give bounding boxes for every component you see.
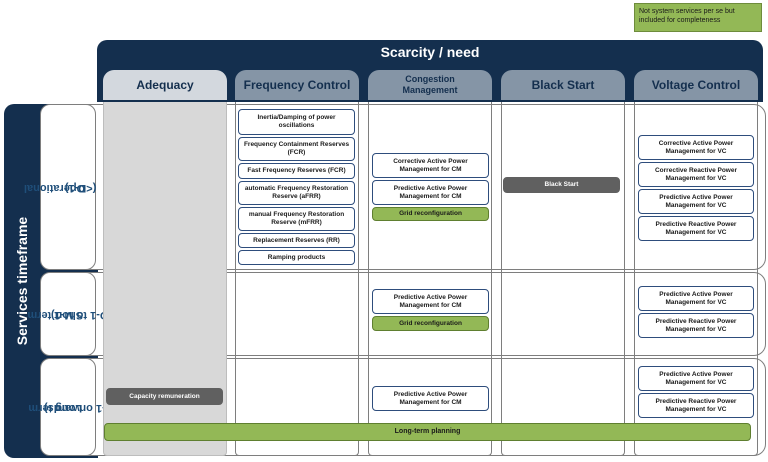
service-inertia-damping: Inertia/Damping of power oscillations: [238, 109, 355, 135]
row-label-short-term: Short term(D-1 to M-1): [27, 272, 111, 356]
column-body-black-start: [501, 100, 625, 456]
service-vc-predictive-reactive-long-term: Predictive Reactive Power Management for…: [638, 393, 754, 418]
service-black-start: Black Start: [503, 177, 620, 193]
service-vc-predictive-reactive-short-term: Predictive Reactive Power Management for…: [638, 313, 754, 338]
service-vc-corrective-active: Corrective Active Power Management for V…: [638, 135, 754, 160]
service-ramping-products: Ramping products: [238, 250, 355, 265]
column-body-frequency-control: [235, 100, 359, 456]
service-long-term-planning: Long-term planning: [104, 423, 751, 441]
service-capacity-remuneration: Capacity remuneration: [106, 388, 223, 405]
legend-note: Not system services per se but included …: [634, 3, 762, 32]
service-cm-corrective-active: Corrective Active Power Management for C…: [372, 153, 489, 178]
column-header-black-start: Black Start: [501, 70, 625, 100]
service-cm-predictive-active-long-term: Predictive Active Power Management for C…: [372, 386, 489, 411]
row-label-operational: Operational(<D-1): [24, 104, 97, 270]
column-body-voltage-control: [634, 100, 758, 456]
service-vc-corrective-reactive: Corrective Reactive Power Management for…: [638, 162, 754, 187]
column-header-adequacy: Adequacy: [103, 70, 227, 100]
column-header-voltage-control: Voltage Control: [634, 70, 758, 100]
service-cm-predictive-active-operational: Predictive Active Power Management for C…: [372, 180, 489, 205]
column-header-frequency-control: Frequency Control: [235, 70, 359, 100]
service-vc-predictive-active-operational: Predictive Active Power Management for V…: [638, 189, 754, 214]
service-replacement-reserves: Replacement Reserves (RR): [238, 233, 355, 248]
column-header-congestion-management: Congestion Management: [368, 70, 492, 100]
service-grid-reconfiguration-operational: Grid reconfiguration: [372, 207, 489, 221]
service-afrr: automatic Frequency Restoration Reserve …: [238, 181, 355, 205]
column-body-congestion-management: [368, 100, 492, 456]
service-vc-predictive-active-long-term: Predictive Active Power Management for V…: [638, 366, 754, 391]
service-mfrr: manual Frequency Restoration Reserve (mF…: [238, 207, 355, 231]
row-label-long-term: Long term(M-1 onwards): [28, 358, 118, 456]
service-grid-reconfiguration-short-term: Grid reconfiguration: [372, 316, 489, 331]
service-fast-frequency-reserves: Fast Frequency Reserves (FCR): [238, 163, 355, 179]
top-title: Scarcity / need: [380, 44, 480, 60]
service-fcr: Frequency Containment Reserves (FCR): [238, 137, 355, 161]
service-vc-predictive-active-short-term: Predictive Active Power Management for V…: [638, 286, 754, 311]
service-vc-predictive-reactive-operational: Predictive Reactive Power Management for…: [638, 216, 754, 241]
service-cm-predictive-active-short-term: Predictive Active Power Management for C…: [372, 289, 489, 314]
